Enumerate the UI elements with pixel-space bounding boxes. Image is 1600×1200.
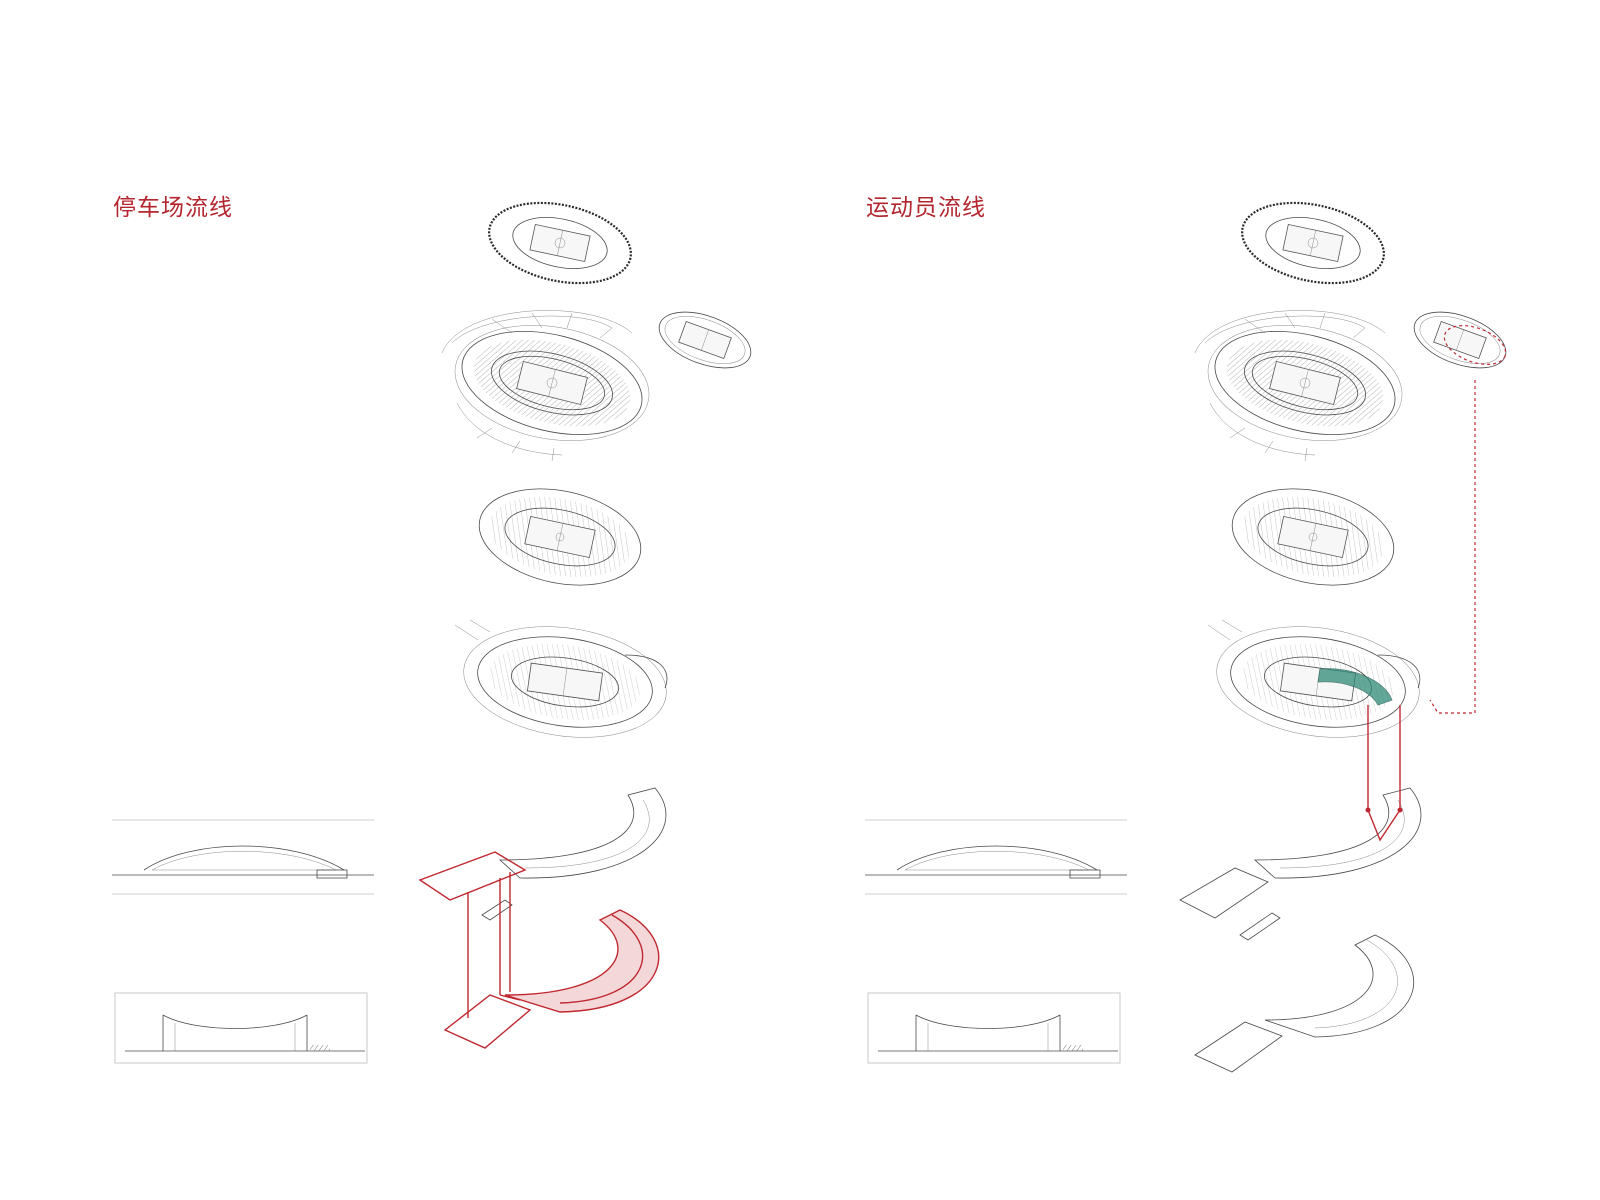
right-elevation-cross [867,992,1121,1064]
left-elevation-cross [114,992,368,1064]
athlete-zone-highlight [1317,668,1393,706]
left-site-plan [441,310,659,462]
athlete-flow-lines [1365,380,1476,842]
left-ground-plan [454,613,675,751]
right-roof-plan [1233,189,1393,297]
right-podium-lower [1194,934,1414,1073]
left-roof-plan [480,189,640,297]
right-ground-plan [1207,613,1428,751]
right-site-plan [1194,310,1412,462]
right-concourse-plan [1222,474,1404,600]
parking-flow-title: 停车场流线 [113,195,233,221]
left-elevation-long [111,819,375,895]
right-elevation-long [864,819,1128,895]
right-practice-field [1406,300,1514,380]
left-concourse-plan [469,474,651,600]
left-podium-upper [419,787,667,921]
left-practice-field [651,300,759,380]
left-podium-lower [443,909,660,1049]
right-podium-upper [1179,787,1422,941]
parking-flow-lines [418,851,527,1018]
athlete-flow-title: 运动员流线 [866,195,986,221]
